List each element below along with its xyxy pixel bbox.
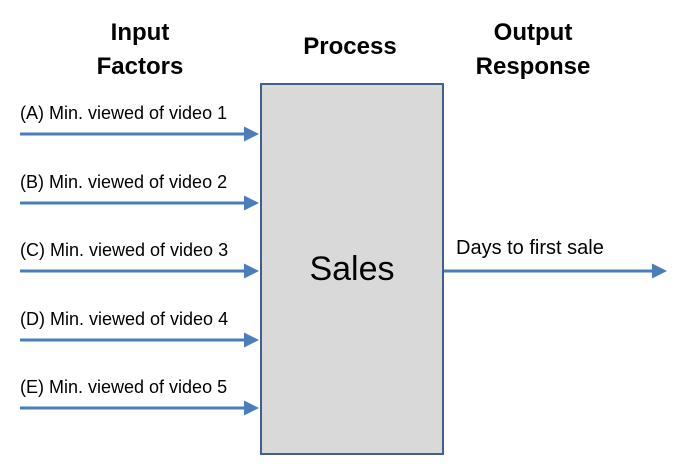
input-factors-heading: Input Factors: [96, 19, 184, 80]
output-response-heading: Output Response: [475, 19, 591, 80]
input-label-b: (B) Min. viewed of video 2: [20, 172, 228, 192]
input-label-a: (A) Min. viewed of video 1: [20, 103, 228, 123]
input-label-c: (C) Min. viewed of video 3: [20, 240, 229, 260]
process-heading: Process: [303, 33, 397, 60]
input-label-d: (D) Min. viewed of video 4: [20, 309, 229, 329]
input-label-e: (E) Min. viewed of video 5: [20, 377, 228, 397]
process-box: Sales: [260, 83, 444, 455]
output-response-label: Days to first sale: [456, 237, 604, 259]
process-box-label: Sales: [309, 250, 395, 288]
